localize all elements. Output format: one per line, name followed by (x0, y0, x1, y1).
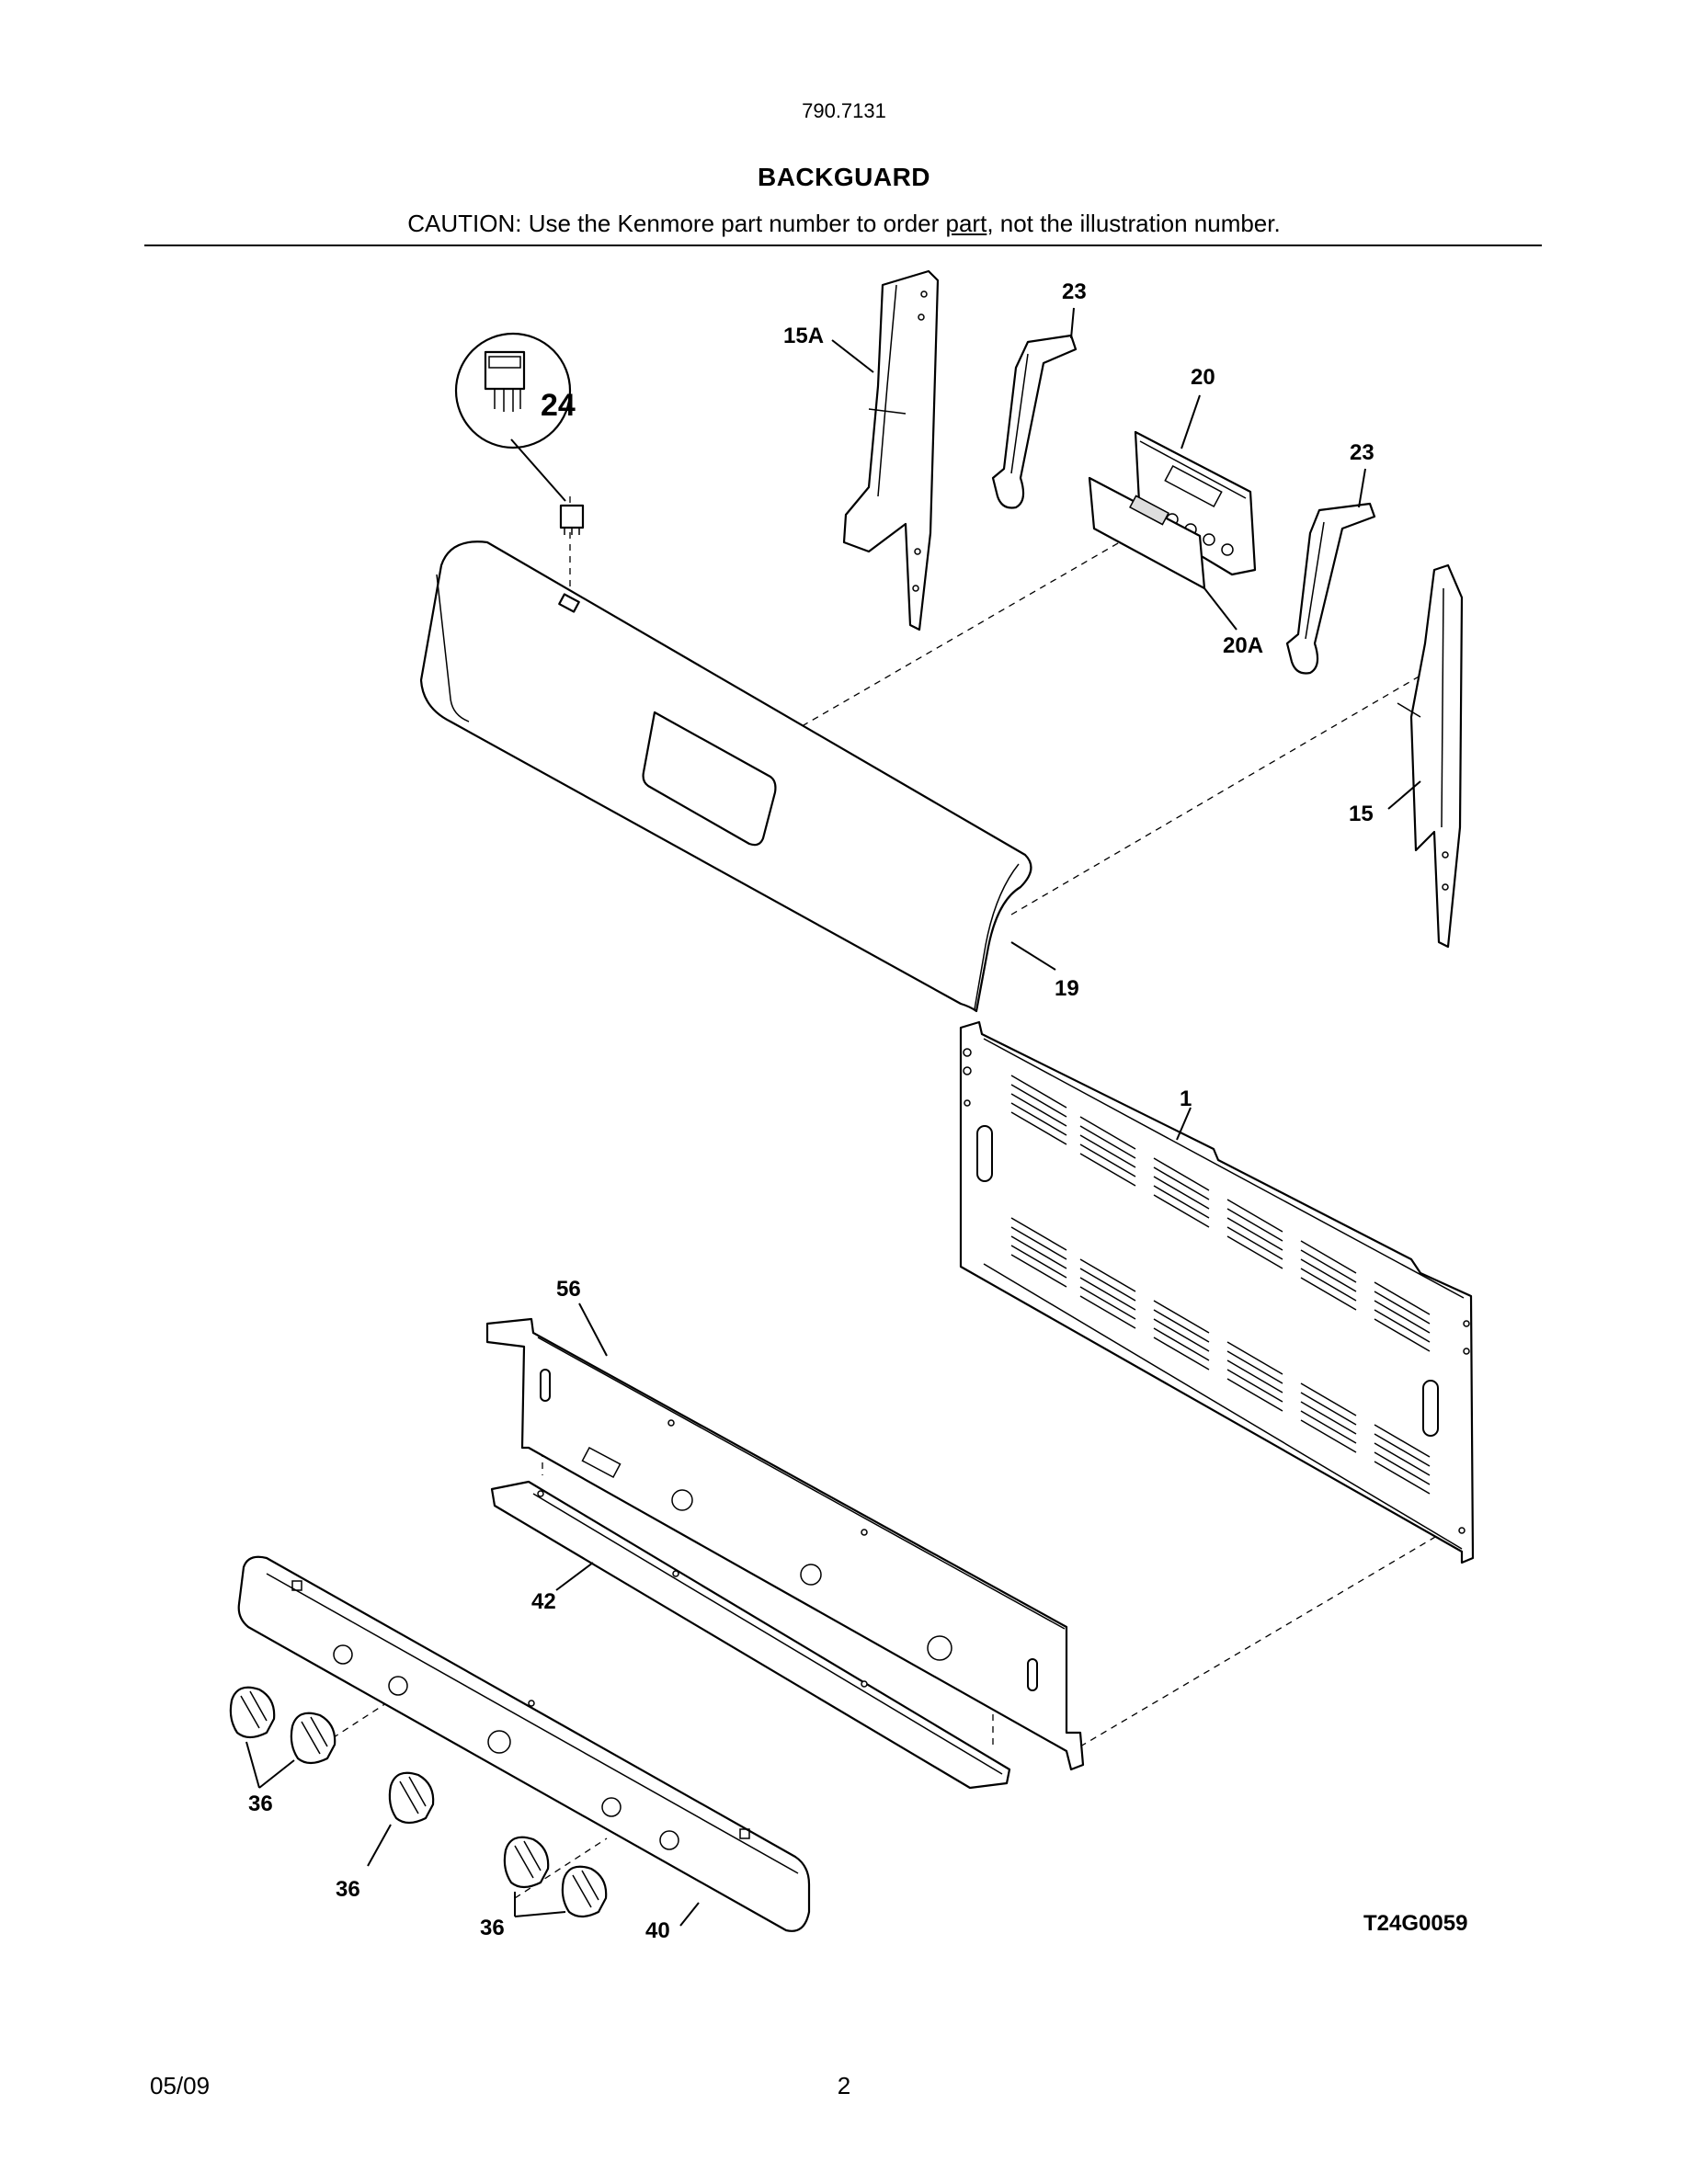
page-title: BACKGUARD (757, 163, 931, 191)
callout-36-middle: 36 (336, 1877, 360, 1902)
callout-15a: 15A (783, 324, 824, 348)
part-56-manifold-panel (485, 1317, 1085, 1771)
callout-labels: 15A 23 20 23 24 20A 15 19 1 56 42 36 36 … (248, 279, 1374, 1943)
caution-text-start: CAUTION: Use the Kenmore part number to … (407, 210, 946, 237)
footer-date: 05/09 (150, 2072, 211, 2099)
part-36-knobs (229, 1686, 608, 1918)
switch-body-small (559, 504, 585, 529)
callout-leaders (245, 307, 1421, 1927)
vent-louvers (1010, 1075, 1431, 1495)
part-24-switch (454, 332, 585, 535)
callout-36-left: 36 (248, 1792, 273, 1816)
callout-23-lower: 23 (1350, 440, 1374, 465)
callout-20: 20 (1191, 365, 1215, 390)
caution-underlined-word: part (945, 210, 987, 237)
callout-1: 1 (1180, 1086, 1192, 1111)
switch-body-large (484, 350, 526, 391)
knob-5 (561, 1865, 608, 1918)
part-15a-bracket (842, 269, 940, 631)
callout-15: 15 (1349, 802, 1374, 826)
part-20-electronic-control (1134, 430, 1257, 576)
caution-text-end: , not the illustration number. (987, 210, 1281, 237)
header-rule (144, 245, 1542, 246)
callout-42: 42 (531, 1589, 556, 1614)
callout-19: 19 (1055, 976, 1079, 1001)
callout-24: 24 (541, 388, 576, 423)
page-number: 2 (837, 2072, 851, 2099)
knob-3 (388, 1771, 435, 1825)
knob-2 (290, 1712, 336, 1765)
callout-36-right: 36 (480, 1916, 505, 1940)
part-42-trim-strip (490, 1480, 1011, 1790)
panel-slot-right (1422, 1380, 1439, 1437)
knob-4 (503, 1836, 550, 1889)
part-23-upper-clip (991, 334, 1078, 509)
caution-note: CAUTION: Use the Kenmore part number to … (0, 210, 1688, 238)
callout-40: 40 (645, 1918, 670, 1943)
panel-slot-left (976, 1125, 993, 1182)
callout-56: 56 (556, 1277, 581, 1302)
model-number: 790.7131 (802, 99, 886, 122)
part-23-lower-clip (1285, 502, 1376, 675)
callout-20a: 20A (1223, 633, 1263, 658)
callout-23-upper: 23 (1062, 279, 1087, 304)
display-window (642, 711, 777, 847)
knob-1 (229, 1686, 276, 1739)
drawing-code: T24G0059 (1363, 1911, 1467, 1936)
part-1-rear-panel (959, 1020, 1475, 1564)
part-40-front-panel (237, 1555, 811, 1932)
part-15-bracket (1397, 563, 1464, 949)
part-19-control-panel (419, 540, 1032, 1013)
